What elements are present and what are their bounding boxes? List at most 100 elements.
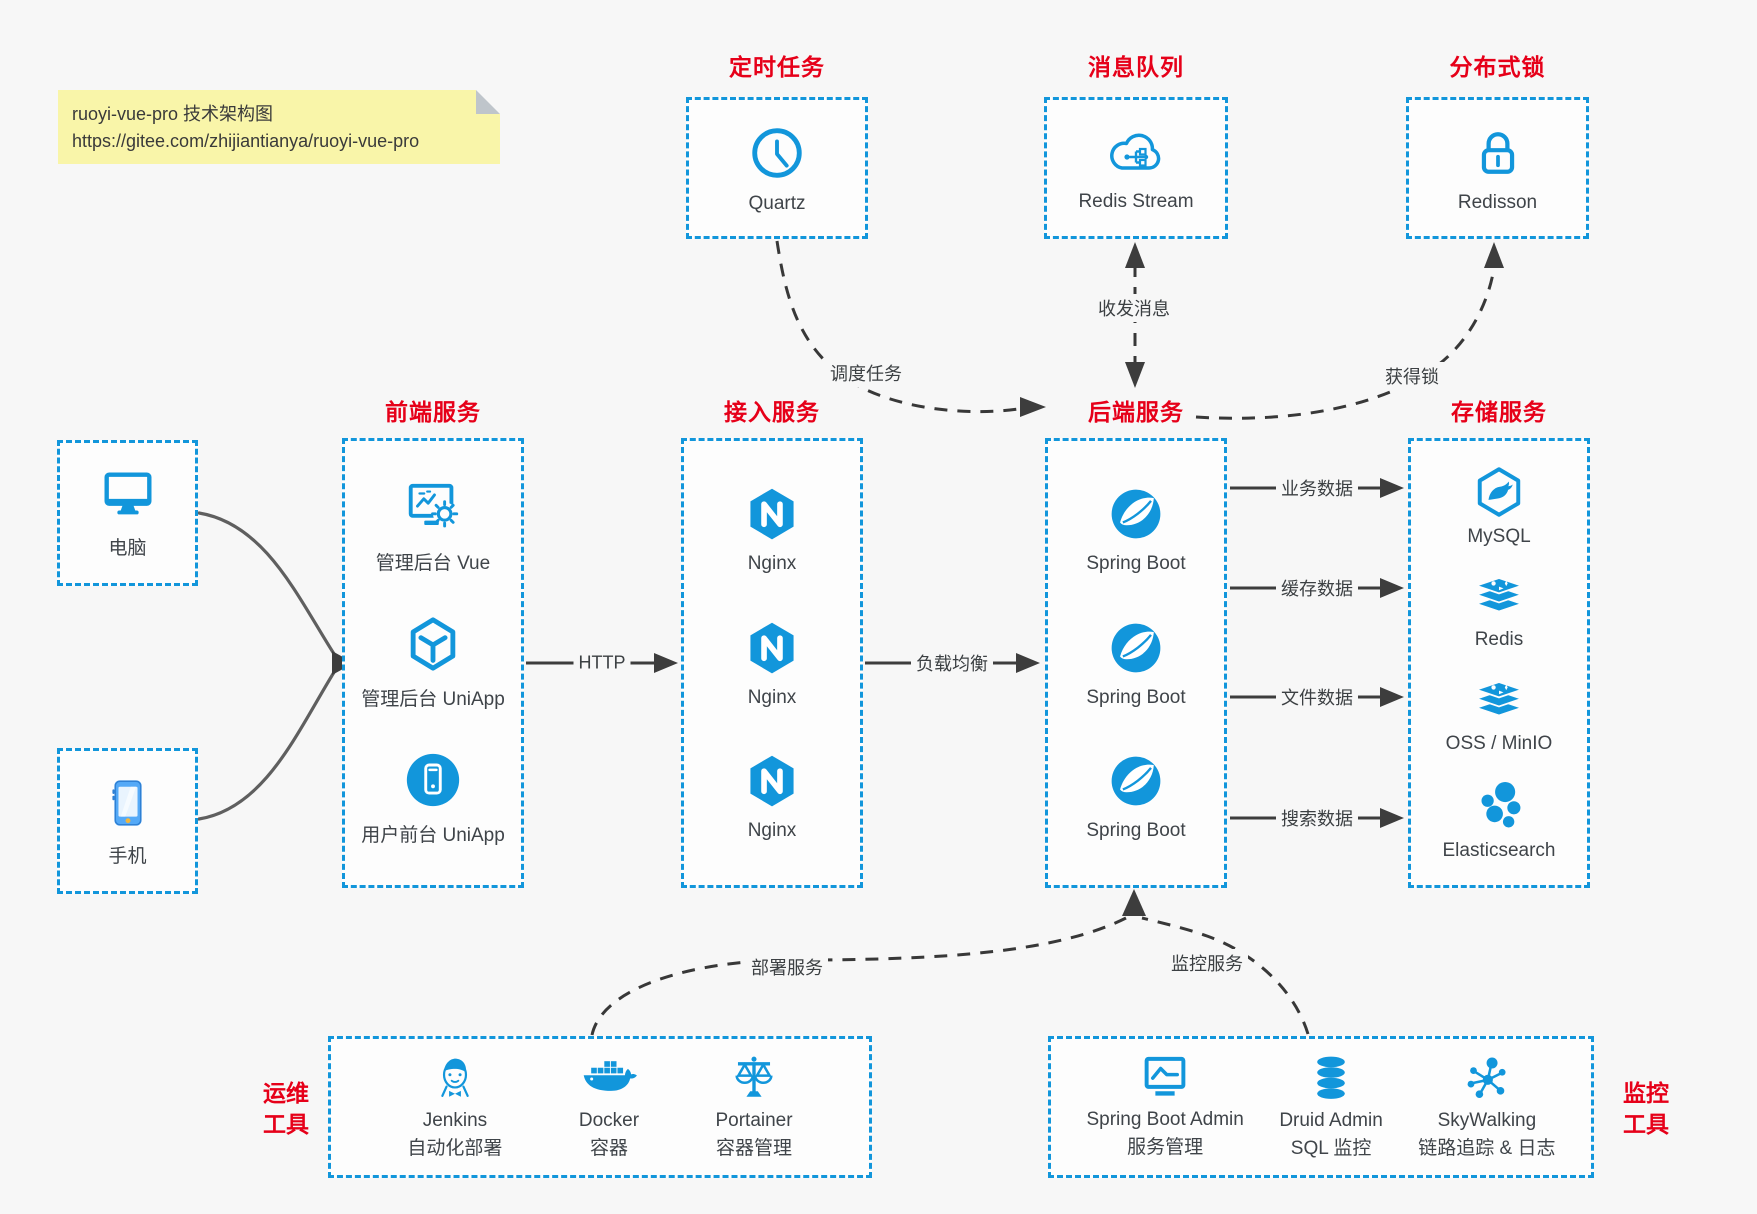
spring-boot-icon [1111,623,1161,672]
nginx-item-1: Nginx [742,484,802,575]
portainer-item: Portainer 容器管理 [715,1052,793,1161]
edge-label-lock: 获得锁 [1380,362,1444,390]
redisson-item: Redisson [1458,123,1537,214]
pc-client-label: 电脑 [108,538,147,559]
druid-admin-name: Druid Admin [1279,1110,1383,1132]
user-uniapp-label: 用户前台 UniApp [361,825,505,846]
elasticsearch-icon [1481,781,1521,828]
nginx-item-2: Nginx [742,618,802,709]
ops-tools-box: Jenkins 自动化部署 Docker 容器 [328,1036,872,1178]
edge-label-load-balance: 负载均衡 [911,649,993,677]
monitor-tools-title-line1: 监控 [1623,1080,1669,1106]
edge-label-schedule: 调度任务 [825,359,907,387]
note-title: ruoyi-vue-pro 技术架构图 [72,104,274,124]
spring-boot-admin-icon [1144,1057,1186,1096]
spring-boot-icon [1111,756,1161,806]
docker-name: Docker [578,1110,640,1132]
uniapp-cube-icon [410,617,456,671]
frontend-column-box: 管理后台 Vue 管理后台 UniApp 用户前台 UniApp [342,438,524,888]
nginx-label-2: Nginx [747,686,797,708]
mysql-icon [1477,467,1521,517]
nginx-icon [750,622,794,673]
ops-tools-title: 运维 工具 [248,1078,324,1140]
skywalking-subtitle: 链路追踪 & 日志 [1418,1138,1556,1159]
druid-admin-subtitle: SQL 监控 [1290,1138,1372,1159]
ops-tools-title-line1: 运维 [263,1080,309,1106]
skywalking-icon [1467,1057,1506,1099]
edge-label-business-data: 业务数据 [1276,474,1358,502]
cloud-stream-icon [1110,133,1161,170]
edge-label-search-data: 搜索数据 [1276,804,1358,832]
edge-label-http: HTTP [573,651,631,675]
edge-label-monitor: 监控服务 [1166,949,1248,977]
springboot-item-1: Spring Boot [1086,484,1186,575]
docker-subtitle: 容器 [589,1138,628,1159]
note-url: https://gitee.com/zhijiantianya/ruoyi-vu… [72,131,420,151]
springboot-label-3: Spring Boot [1086,820,1186,842]
docker-icon [583,1061,637,1092]
springboot-item-3: Spring Boot [1086,751,1186,842]
spring-boot-admin-item: Spring Boot Admin 服务管理 [1086,1053,1244,1160]
clock-icon [752,127,802,178]
skywalking-name: SkyWalking [1437,1110,1537,1132]
redis-stream-label: Redis Stream [1078,190,1194,212]
mobile-client-item: 手机 [99,774,157,868]
spring-boot-admin-subtitle: 服务管理 [1127,1137,1204,1158]
mobile-client-box: 手机 [57,748,198,894]
mysql-label: MySQL [1467,526,1531,548]
mobile-client-label: 手机 [108,846,147,867]
smartphone-icon [111,780,142,826]
note-fold-corner [476,90,500,114]
quartz-label: Quartz [748,192,806,214]
druid-admin-item: Druid Admin SQL 监控 [1279,1052,1383,1161]
portainer-name: Portainer [715,1110,793,1132]
portainer-subtitle: 容器管理 [716,1138,793,1159]
nginx-icon [750,488,794,540]
jenkins-subtitle: 自动化部署 [407,1138,503,1159]
springboot-label-1: Spring Boot [1086,552,1186,574]
redis-stream-box: Redis Stream [1044,97,1228,239]
admin-vue-label: 管理后台 Vue [375,553,491,574]
group-title-distributed-lock: 分布式锁 [1449,54,1546,80]
gateway-column-box: Nginx Nginx Nginx [681,438,863,888]
storage-column-box: MySQL Redis OSS / MinIO [1408,438,1590,888]
edge-label-file-data: 文件数据 [1276,683,1358,711]
admin-uniapp-item: 管理后台 UniApp [361,613,505,711]
pc-client-item: 电脑 [97,466,159,560]
spring-boot-admin-name: Spring Boot Admin [1086,1109,1244,1131]
group-title-message-queue: 消息队列 [1088,54,1184,80]
skywalking-item: SkyWalking 链路追踪 & 日志 [1418,1052,1556,1161]
druid-database-icon [1317,1056,1345,1100]
column-title-frontend: 前端服务 [385,399,481,425]
monitor-tools-box: Spring Boot Admin 服务管理 Druid Admin SQL 监… [1048,1036,1594,1178]
jenkins-name: Jenkins [422,1110,488,1132]
user-app-icon [406,753,460,807]
docker-item: Docker 容器 [579,1052,639,1161]
edge-label-cache-data: 缓存数据 [1276,574,1358,602]
redisson-label: Redisson [1457,191,1538,213]
elasticsearch-item: Elasticsearch [1443,778,1556,862]
monitor-tools-title: 监控 工具 [1608,1078,1684,1140]
nginx-label-3: Nginx [747,820,797,842]
oss-minio-item: OSS / MinIO [1446,675,1552,755]
admin-uniapp-label: 管理后台 UniApp [361,689,505,710]
group-title-scheduled-jobs: 定时任务 [729,54,825,80]
sticky-note: ruoyi-vue-pro 技术架构图 https://gitee.com/zh… [58,90,500,164]
backend-column-box: Spring Boot Spring Boot Spring Boot [1045,438,1227,888]
pc-client-box: 电脑 [57,440,198,586]
oss-minio-icon [1473,680,1525,717]
springboot-label-2: Spring Boot [1086,686,1186,708]
column-title-gateway: 接入服务 [724,399,820,425]
jenkins-item: Jenkins 自动化部署 [407,1052,502,1161]
admin-vue-icon [408,483,459,528]
nginx-icon [750,755,794,807]
springboot-item-2: Spring Boot [1086,618,1186,709]
client-curves [197,511,338,821]
lock-icon [1481,131,1514,174]
admin-vue-item: 管理后台 Vue [376,479,490,575]
edge-label-deploy: 部署服务 [746,953,828,981]
user-uniapp-item: 用户前台 UniApp [361,749,505,847]
arrowheads [332,242,1504,916]
edge-label-message: 收发消息 [1093,294,1175,322]
elasticsearch-label: Elasticsearch [1442,839,1556,861]
